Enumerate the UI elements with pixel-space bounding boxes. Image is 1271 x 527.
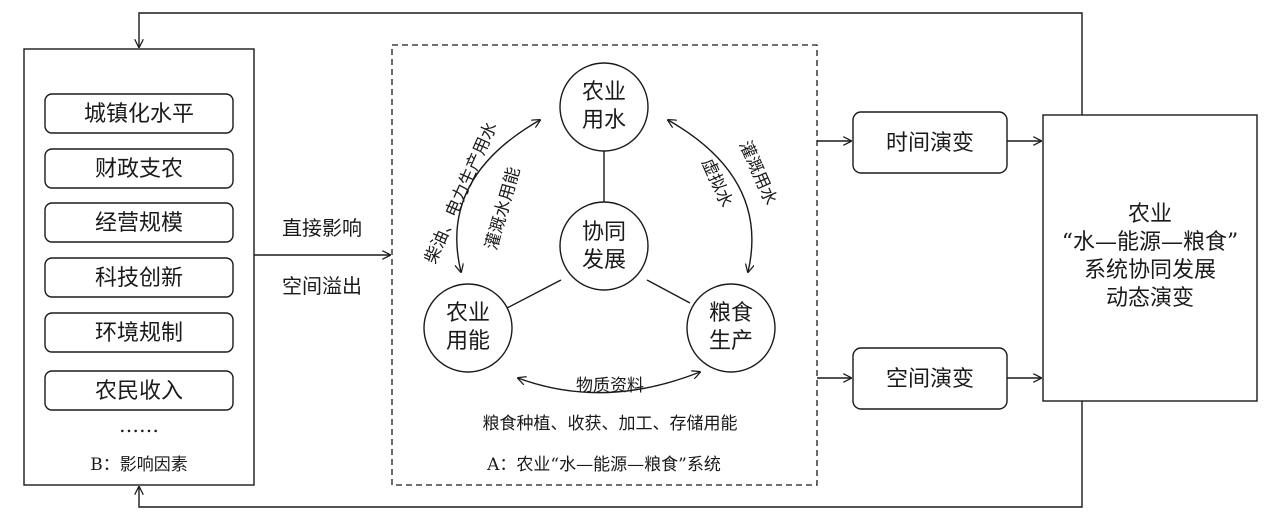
factor-ellipsis: …… <box>119 413 159 437</box>
flow-label-water-to-food: 灌溉用水 <box>735 138 781 208</box>
node-center <box>559 201 649 291</box>
direct-effect-label: 直接影响 <box>282 216 362 240</box>
feedback-loop-top <box>139 12 1083 115</box>
factor-box-4 <box>44 257 234 298</box>
factor-label-6: 农民收入 <box>95 379 183 404</box>
outcome-box <box>1042 114 1258 402</box>
outcome-line-1: 农业 <box>1128 202 1172 227</box>
node-energy-line2: 用能 <box>446 329 490 354</box>
food-energy-use-label: 粮食种植、收获、加工、存储用能 <box>483 414 738 434</box>
flow-label-energy-to-water: 灌溉水用能 <box>482 165 525 252</box>
factor-label-2: 财政支农 <box>95 157 183 182</box>
spoke-food <box>646 279 691 304</box>
feedback-loop-bottom <box>139 401 1083 508</box>
node-food <box>686 283 776 373</box>
factor-label-5: 环境规制 <box>95 321 183 346</box>
factors-panel <box>23 48 255 486</box>
flow-label-energy-food: 物质资料 <box>576 376 644 396</box>
factors-panel-caption: B：影响因素 <box>90 455 188 475</box>
factor-label-3: 经营规模 <box>95 211 183 236</box>
node-energy <box>423 283 513 373</box>
outcome-line-4: 动态演变 <box>1106 286 1194 311</box>
node-water-line2: 用水 <box>582 108 626 133</box>
spoke-energy <box>506 279 562 309</box>
node-center-line1: 协同 <box>582 220 626 245</box>
flow-label-food-to-water: 虚拟水 <box>697 156 736 211</box>
system-panel-caption: A：农业“水—能源—粮食”系统 <box>486 455 721 475</box>
time-evolution-box <box>852 111 1008 174</box>
node-energy-line1: 农业 <box>446 301 490 326</box>
node-food-line1: 粮食 <box>709 301 753 326</box>
node-food-line2: 生产 <box>709 329 753 354</box>
arc-water-food <box>668 120 752 272</box>
arc-water-energy <box>457 120 540 272</box>
node-water-line1: 农业 <box>582 80 626 105</box>
factor-box-1 <box>44 93 234 134</box>
factor-label-1: 城镇化水平 <box>84 102 194 127</box>
arc-energy-food <box>518 372 700 394</box>
node-center-line2: 发展 <box>582 248 626 273</box>
system-panel <box>391 44 818 486</box>
factor-box-2 <box>44 148 234 189</box>
space-evolution-label: 空间演变 <box>886 367 974 392</box>
factor-box-3 <box>44 202 234 243</box>
outcome-line-3: 系统协同发展 <box>1084 258 1216 283</box>
spatial-spillover-label: 空间溢出 <box>282 274 362 298</box>
node-water <box>559 62 649 152</box>
factor-box-6 <box>44 370 234 411</box>
factor-box-5 <box>44 312 234 353</box>
outcome-line-2: “水—能源—粮食” <box>1062 230 1239 255</box>
factor-list: 城镇化水平 财政支农 经营规模 科技创新 环境规制 农民收入 <box>44 93 234 411</box>
factor-label-4: 科技创新 <box>95 266 183 291</box>
time-evolution-label: 时间演变 <box>886 131 974 156</box>
